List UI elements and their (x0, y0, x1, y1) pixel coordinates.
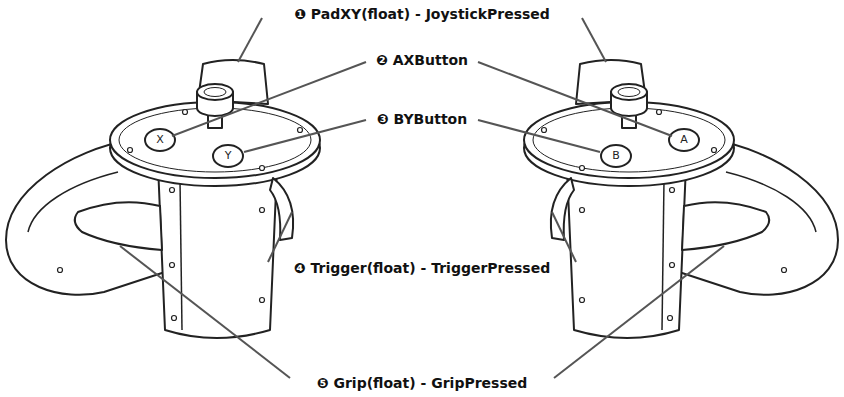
leader-line (120, 246, 290, 378)
leader-lines (120, 18, 724, 378)
callout-label: ❸ BYButton (374, 110, 470, 128)
leader-line (478, 120, 600, 152)
left-controller (6, 60, 320, 338)
leader-line (244, 120, 366, 152)
button-letter: B (612, 150, 620, 162)
button-letter: X (156, 134, 164, 146)
leader-line (268, 212, 292, 262)
leader-line (582, 18, 606, 62)
leader-line (238, 18, 262, 62)
callout-label: ❶ PadXY(float) - JoystickPressed (291, 5, 553, 23)
leader-line (554, 246, 724, 378)
callout-label: ❺ Grip(float) - GripPressed (314, 374, 531, 392)
leader-line (478, 62, 672, 136)
button-letter: A (680, 134, 688, 146)
right-controller (524, 60, 838, 338)
button-letter: Y (225, 150, 232, 162)
leader-line (172, 62, 366, 136)
callout-label: ❷ AXButton (373, 51, 471, 69)
callout-label: ❹ Trigger(float) - TriggerPressed (291, 259, 553, 277)
leader-line (552, 212, 576, 262)
